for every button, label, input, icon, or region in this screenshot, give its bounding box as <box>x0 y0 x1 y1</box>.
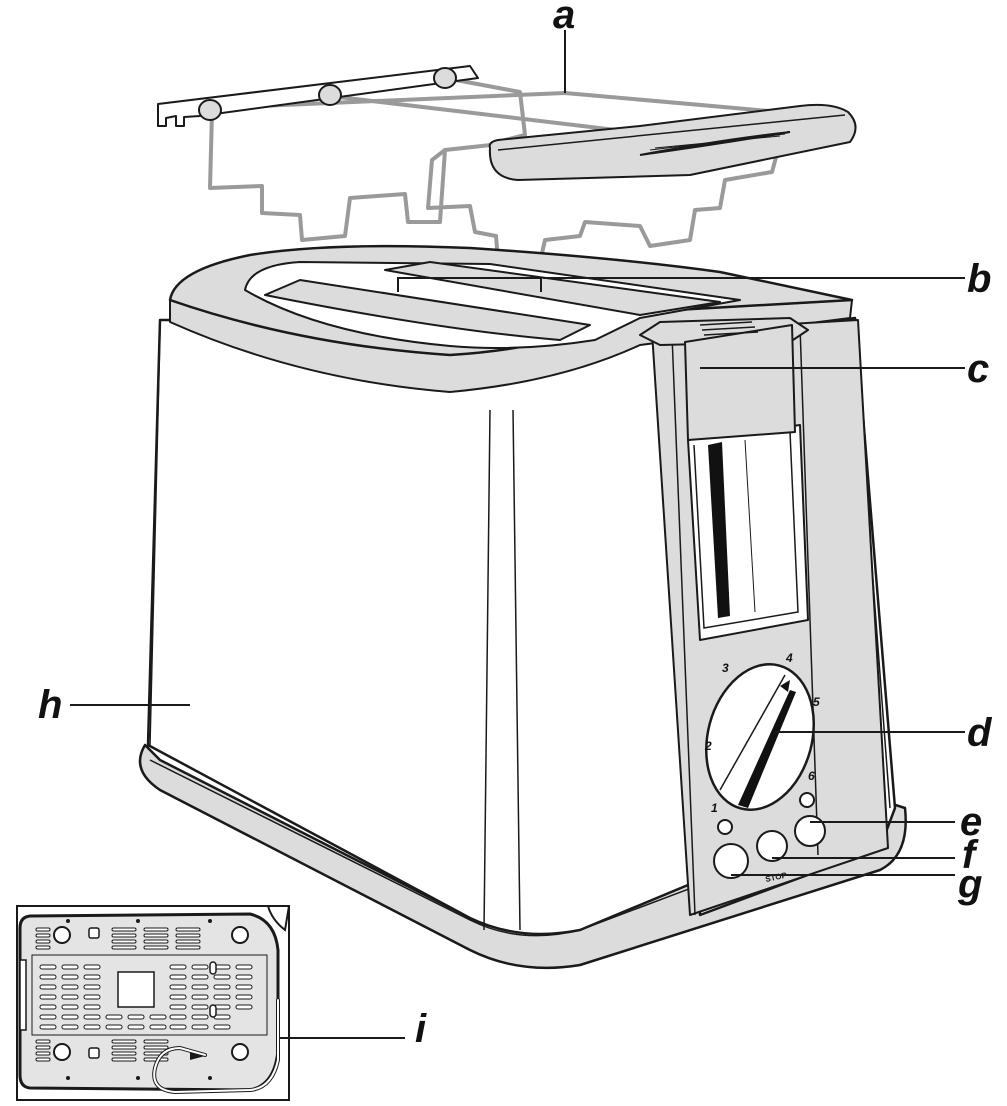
callout-a: a <box>553 0 575 37</box>
indicator-light-right <box>799 792 815 808</box>
leader-lines <box>70 30 965 1039</box>
callout-e: e <box>960 800 982 844</box>
callout-g: g <box>957 862 982 906</box>
callout-i: i <box>415 1007 427 1051</box>
lever-slot <box>687 424 809 641</box>
indicator-light-left <box>717 819 733 835</box>
stop-button <box>756 830 788 862</box>
reheat-button <box>794 815 826 847</box>
dial-mark-2: 2 <box>704 739 712 753</box>
rack-right-handle <box>488 103 857 181</box>
dial-mark-4: 4 <box>785 651 793 665</box>
control-buttons <box>713 792 826 879</box>
lift-lever <box>639 317 809 441</box>
browning-dial <box>704 663 816 811</box>
callout-h: h <box>38 683 62 727</box>
bread-slots <box>264 261 721 341</box>
callout-c: c <box>967 347 989 391</box>
dial-mark-3: 3 <box>722 661 729 675</box>
defrost-button <box>713 843 749 879</box>
dial-mark-1: 1 <box>711 801 718 815</box>
underside-inset <box>16 905 291 1101</box>
dial-mark-6: 6 <box>808 769 815 783</box>
rack-left-bracket <box>157 65 479 127</box>
bun-warmer-rack <box>157 65 857 264</box>
dial-scale: 1 2 3 4 5 6 <box>704 651 820 815</box>
callout-f: f <box>962 833 979 877</box>
dial-mark-5: 5 <box>813 695 820 709</box>
callout-d: d <box>967 711 993 755</box>
callout-b: b <box>967 257 991 301</box>
toaster-housing <box>146 318 702 936</box>
